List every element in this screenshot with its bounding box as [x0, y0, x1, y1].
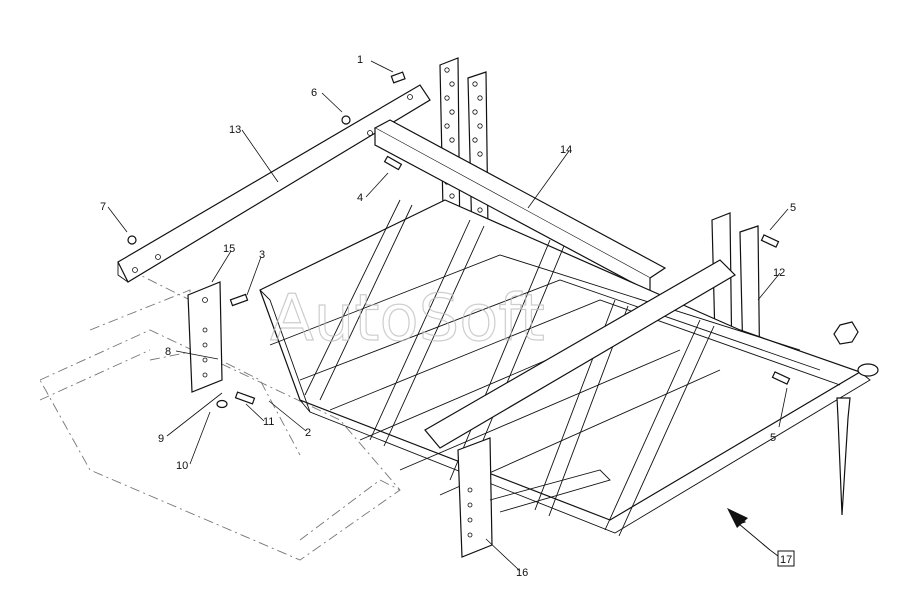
callout-5-lower: 5: [770, 432, 776, 444]
post-hole: [449, 193, 455, 199]
callout-7: 7: [100, 201, 106, 213]
post-hole: [477, 123, 483, 129]
post-hole: [449, 109, 455, 115]
callout-12: 12: [773, 267, 785, 279]
callout-15: 15: [223, 243, 235, 255]
upper-beam: [373, 119, 667, 294]
reference-box: [777, 550, 795, 567]
callout-11: 11: [263, 416, 274, 428]
callout-2: 2: [305, 427, 311, 439]
callout-3: 3: [259, 249, 265, 261]
post-hole: [444, 95, 450, 101]
hardware: [127, 71, 879, 516]
post-hole: [472, 137, 478, 143]
callout-4: 4: [357, 192, 363, 204]
direction-arrow-icon: [727, 508, 779, 557]
front-diagonal-beam: [424, 259, 736, 449]
post-hole: [477, 207, 483, 213]
callout-1: 1: [357, 54, 363, 66]
callout-13: 13: [229, 124, 241, 136]
callout-16: 16: [516, 567, 528, 579]
post-hole: [449, 137, 455, 143]
callout-6: 6: [311, 87, 317, 99]
callout-8: 8: [165, 346, 171, 358]
post-hole: [449, 81, 455, 87]
reference-box-label: 17: [780, 554, 792, 566]
callout-14: 14: [560, 144, 572, 156]
post-hole: [472, 109, 478, 115]
post-hole: [444, 67, 450, 73]
callout-5-upper: 5: [790, 202, 796, 214]
watermark: AutoSoft: [270, 282, 545, 356]
post-hole: [477, 95, 483, 101]
bracket-15: [187, 281, 223, 393]
callout-10: 10: [176, 460, 188, 472]
top-cross-bar: [117, 84, 431, 283]
leader-lines: [107, 60, 789, 572]
post-hole: [477, 151, 483, 157]
post-hole: [472, 81, 478, 87]
post-hole: [444, 123, 450, 129]
callout-9: 9: [158, 433, 164, 445]
